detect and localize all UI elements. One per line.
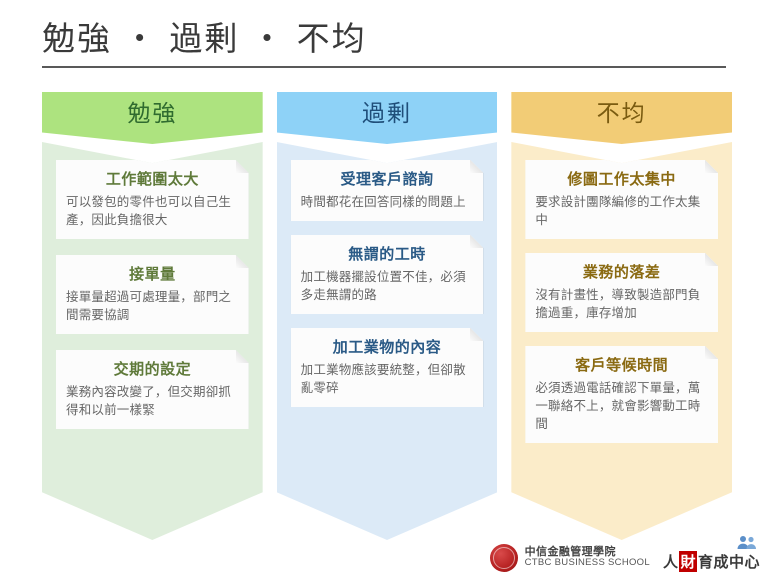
card-title: 修圖工作太集中: [567, 171, 676, 188]
column-body-benkyo: 工作範圍太大 可以發包的零件也可以自己生產，因此負擔很大 接單量 接單量超過可處…: [42, 142, 263, 540]
card-title: 客戶等候時間: [575, 357, 669, 374]
card[interactable]: 接單量 接單量超過可處理量，部門之間需要協調: [56, 255, 249, 334]
card-body: 業務內容改變了，但交期卻抓得和以前一樣緊: [66, 385, 232, 417]
card-body: 加工業物應該要統整，但卻散亂零碎: [300, 363, 466, 395]
card[interactable]: 客戶等候時間 必須透過電話確認下單量，萬一聯絡不上，就會影響動工時間: [525, 346, 718, 443]
column-kajo: 過剰 受理客戶諮詢 時間都花在回答同樣的問題上 無謂的工時 加工機器擺設位置不佳…: [276, 92, 498, 540]
column-body-fukin: 修圖工作太集中 要求設計團隊編修的工作太集中 業務的落差 沒有計畫性，導致製造部…: [511, 142, 733, 540]
hr-center-logo: 人財育成中心: [663, 536, 760, 572]
card-title: 業務的落差: [582, 264, 661, 281]
card-body: 加工機器擺設位置不佳，必須多走無謂的路: [300, 270, 466, 302]
card-title: 受理客戶諮詢: [340, 171, 434, 188]
card[interactable]: 修圖工作太集中 要求設計團隊編修的工作太集中: [525, 160, 718, 239]
hr-text-part1: 人: [662, 554, 679, 571]
footer-branding: 中信金融管理學院 CTBC BUSINESS SCHOOL 人財育成中心: [489, 536, 760, 572]
title-divider: [42, 66, 726, 68]
card-title: 工作範圍太大: [105, 171, 199, 188]
column-body-kajo: 受理客戶諮詢 時間都花在回答同樣的問題上 無謂的工時 加工機器擺設位置不佳，必須…: [276, 142, 498, 540]
card-body: 可以發包的零件也可以自己生產，因此負擔很大: [66, 195, 232, 227]
column-header-label: 勉強: [127, 100, 178, 126]
column-header-benkyo: 勉強: [42, 92, 263, 144]
title-area: 勉強 ・ 過剰 ・ 不均: [42, 16, 726, 68]
card-body: 沒有計畫性，導致製造部門負擔過重，庫存增加: [535, 288, 701, 320]
page-title: 勉強 ・ 過剰 ・ 不均: [42, 20, 367, 57]
column-header-label: 不均: [596, 100, 647, 126]
column-header-label: 過剰: [362, 100, 412, 126]
card-title: 交期的設定: [113, 361, 192, 378]
card-title: 加工業物的內容: [332, 339, 442, 356]
card-body: 必須透過電話確認下單量，萬一聯絡不上，就會影響動工時間: [535, 381, 701, 431]
column-header-kajo: 過剰: [276, 92, 498, 144]
card[interactable]: 業務的落差 沒有計畫性，導致製造部門負擔過重，庫存增加: [525, 253, 718, 332]
card[interactable]: 加工業物的內容 加工業物應該要統整，但卻散亂零碎: [291, 328, 484, 407]
card[interactable]: 無謂的工時 加工機器擺設位置不佳，必須多走無謂的路: [291, 235, 484, 314]
org-name-en: CTBC BUSINESS SCHOOL: [524, 557, 650, 569]
ctbc-name-block: 中信金融管理學院 CTBC BUSINESS SCHOOL: [525, 546, 650, 570]
card[interactable]: 交期的設定 業務內容改變了，但交期卻抓得和以前一樣緊: [56, 350, 249, 429]
org-name-cn: 中信金融管理學院: [524, 545, 616, 558]
column-fukin: 不均 修圖工作太集中 要求設計團隊編修的工作太集中 業務的落差 沒有計畫性，導致…: [511, 92, 733, 540]
hr-text-part2: 育成中心: [697, 554, 760, 571]
columns-container: 勉強 工作範圍太大 可以發包的零件也可以自己生產，因此負擔很大 接單量 接單量超…: [42, 92, 733, 540]
card-title: 接單量: [129, 266, 176, 283]
card-body: 時間都花在回答同樣的問題上: [300, 195, 466, 209]
card-title: 無謂的工時: [348, 246, 426, 263]
ctbc-seal-icon: [489, 543, 518, 572]
people-icon: [737, 536, 756, 549]
card[interactable]: 工作範圍太大 可以發包的零件也可以自己生產，因此負擔很大: [56, 160, 249, 239]
card-body: 接單量超過可處理量，部門之間需要協調: [66, 290, 232, 322]
hr-center-text: 人財育成中心: [663, 551, 760, 572]
footer: 中信金融管理學院 CTBC BUSINESS SCHOOL 人財育成中心: [0, 536, 768, 576]
column-header-fukin: 不均: [511, 92, 733, 144]
hr-text-highlight: 財: [679, 551, 697, 572]
column-benkyo: 勉強 工作範圍太大 可以發包的零件也可以自己生產，因此負擔很大 接單量 接單量超…: [42, 92, 263, 540]
card-body: 要求設計團隊編修的工作太集中: [535, 195, 701, 227]
card[interactable]: 受理客戶諮詢 時間都花在回答同樣的問題上: [291, 160, 484, 221]
